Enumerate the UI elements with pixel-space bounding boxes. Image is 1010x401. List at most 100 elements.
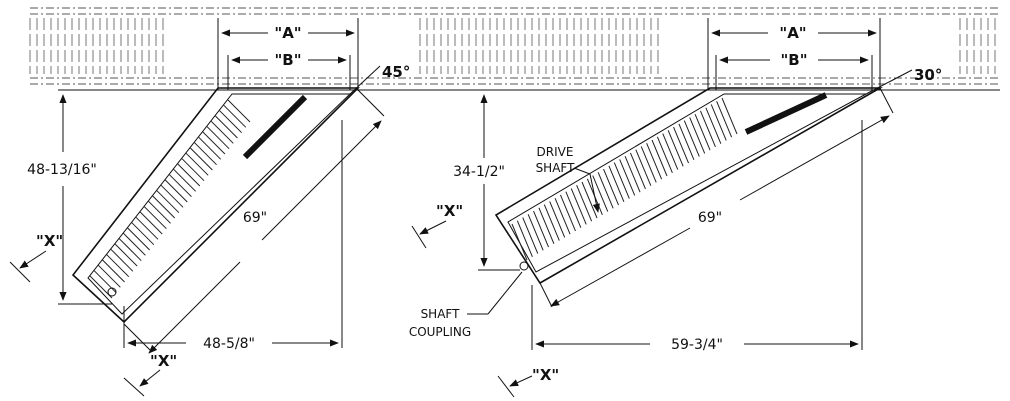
right-dim-b: "B": [780, 51, 807, 69]
left-spur-roller: [131, 222, 155, 246]
shaft-coupling-label-line2: COUPLING: [409, 325, 471, 339]
left-spur-roller: [127, 227, 150, 251]
left-spur-roller: [198, 136, 222, 160]
left-spur-roller: [185, 152, 209, 176]
right-spur-roller: [543, 204, 560, 241]
left-shaft-coupling: [107, 287, 117, 297]
main-conveyor-rollers: [29, 18, 996, 74]
right-spur-roller: [522, 217, 539, 254]
right-spur-roller: [656, 136, 673, 173]
left-spur-roller: [93, 270, 117, 294]
right-spur-roller: [613, 162, 630, 199]
left-spur-roller: [135, 216, 159, 240]
left-spur-roller: [98, 264, 121, 288]
right-spur-roller: [549, 201, 566, 238]
left-x-marker-side: "X": [36, 232, 63, 250]
left-height-dim: 48-13/16": [27, 162, 97, 178]
right-spur-roller: [597, 172, 614, 209]
left-spur-roller: [215, 115, 238, 139]
right-spur-roller: [516, 220, 533, 257]
shaft-coupling-label-line1: SHAFT: [421, 307, 461, 321]
left-spur-bed: [87, 93, 352, 315]
left-spur-roller: [227, 99, 251, 123]
right-angle: 30°: [914, 66, 942, 84]
right-x-marker-bottom: "X": [532, 366, 559, 384]
right-spur-roller: [630, 152, 646, 190]
right-spur-roller: [576, 185, 593, 222]
right-spur-roller: [700, 110, 716, 148]
left-drive-shaft: [242, 94, 308, 160]
right-spur-roller: [640, 146, 657, 183]
right-dim-a: "A": [779, 24, 806, 42]
right-x-marker-side: "X": [436, 202, 463, 220]
right-width-dim: 59-3/4": [671, 337, 723, 353]
left-spur-roller: [139, 211, 163, 235]
right-spur-bed: [507, 93, 867, 273]
right-spur-roller: [527, 214, 544, 251]
right-spur-roller: [716, 101, 733, 138]
right-spur-roller: [689, 117, 706, 154]
main-conveyor: [29, 7, 1000, 91]
left-spur-roller: [164, 179, 188, 203]
left-spur-roller: [118, 238, 142, 262]
right-spur-roller: [710, 104, 727, 141]
right-spur-roller: [565, 191, 582, 228]
drive-shaft-label-line1: DRIVE: [537, 145, 574, 159]
right-spur-roller: [570, 188, 587, 225]
right-spur-roller: [667, 130, 684, 167]
left-spur-roller: [206, 126, 230, 150]
left-spur-rollers: [89, 99, 251, 299]
left-spur-roller: [181, 158, 205, 182]
right-spur-roller: [694, 113, 711, 151]
left-spur-roller: [160, 184, 184, 208]
right-spur-roller: [608, 165, 625, 203]
left-length-dim: 69": [243, 210, 267, 226]
left-spur-roller: [123, 232, 146, 256]
left-spur-roller: [148, 200, 171, 224]
left-angle: 45°: [382, 63, 410, 81]
right-spur-roller: [646, 143, 663, 180]
left-spur-roller: [190, 147, 213, 171]
left-spur-roller: [219, 110, 242, 134]
left-spur-roller: [223, 104, 247, 128]
left-spur-roller: [110, 248, 134, 272]
right-spur-roller: [673, 126, 689, 164]
left-spur-roller: [173, 168, 196, 192]
right-length-dim: 69": [698, 210, 722, 226]
left-x-marker-bottom: "X": [150, 352, 177, 370]
right-spur-roller: [624, 155, 641, 193]
left-spur-roller: [114, 243, 138, 267]
right-spur-roller: [619, 159, 636, 196]
left-spur-roller: [210, 120, 234, 144]
right-height-dim: 34-1/2": [453, 164, 505, 180]
right-spur-roller: [635, 149, 652, 186]
right-spur-roller: [603, 168, 619, 206]
left-spur-roller: [156, 190, 180, 214]
left-dim-b: "B": [274, 51, 301, 69]
right-drive-shaft: [744, 92, 828, 135]
left-dim-a: "A": [274, 24, 301, 42]
right-spur-roller: [554, 197, 571, 235]
right-spur-roller: [705, 107, 722, 144]
right-spur-roller: [592, 175, 609, 212]
left-spur-roller: [106, 254, 130, 278]
right-spur-roller: [560, 194, 576, 232]
right-spur-roller: [533, 210, 549, 248]
right-spur: "A" "B" 30° 34-1/2" 69" 59-3/4" DRIVE SH…: [409, 18, 942, 398]
left-spur: "A" "B" 45° 48-13/16" 69" 48-5/8" "X" "X…: [9, 18, 410, 397]
right-spur-roller: [538, 207, 555, 245]
left-spur-roller: [102, 259, 125, 283]
left-spur-roller: [144, 206, 167, 230]
right-spur-roller: [651, 139, 668, 177]
left-width-dim: 48-5/8": [203, 336, 255, 352]
right-spur-roller: [683, 120, 700, 157]
left-spur-roller: [152, 195, 176, 219]
left-spur-roller: [194, 142, 217, 166]
left-spur-roller: [202, 131, 226, 155]
right-spur-roller: [662, 133, 679, 170]
left-spur-roller: [169, 174, 192, 198]
right-spur-roller: [678, 123, 695, 161]
right-spur-roller: [581, 181, 598, 219]
right-spur-roller: [721, 97, 738, 135]
